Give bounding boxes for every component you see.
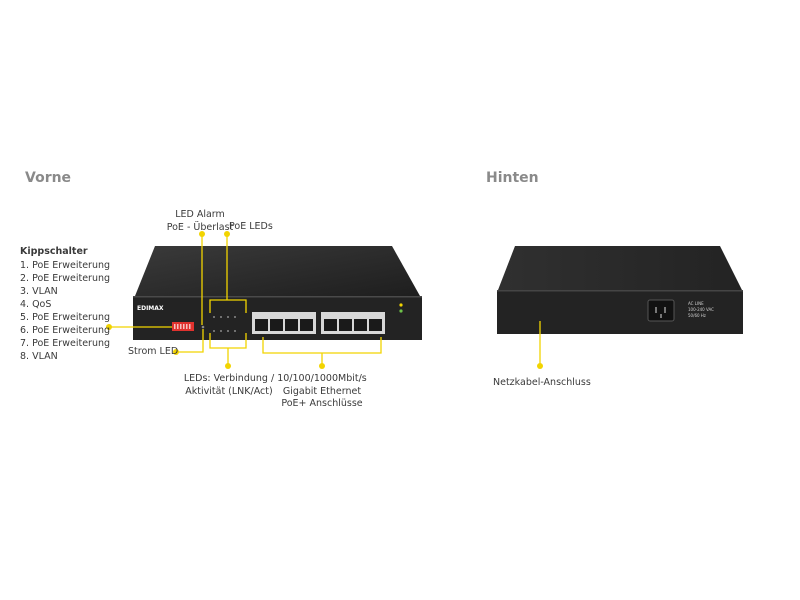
- front-switch-unit: EDIMAX: [133, 246, 422, 340]
- callout-led-alarm-line2: PoE - Überlast: [166, 221, 234, 233]
- dip-item-6: 6. PoE Erweiterung: [20, 325, 111, 336]
- callout-leds-link: LEDs: Verbindung / Aktivität (LNK/Act): [176, 373, 282, 398]
- callout-led-alarm: LED Alarm PoE - Überlast: [160, 209, 240, 234]
- dip-item-7: 7. PoE Erweiterung: [20, 338, 111, 349]
- front-section-title: Vorne: [25, 170, 72, 186]
- dip-switch-title: Kippschalter: [20, 246, 88, 257]
- callout-strom-led: Strom LED: [128, 346, 179, 357]
- dip-item-1: 1. PoE Erweiterung: [20, 260, 111, 271]
- callout-lines: [109, 234, 541, 366]
- callout-ports: 10/100/1000Mbit/s Gigabit Ethernet PoE+ …: [270, 373, 374, 411]
- dip-item-3: 3. VLAN: [20, 286, 58, 297]
- dip-switch-legend: Kippschalter 1. PoE Erweiterung 2. PoE E…: [20, 245, 110, 363]
- callout-ports-line3: PoE+ Anschlüsse: [281, 398, 363, 409]
- callout-leds-link-line1: LEDs: Verbindung /: [183, 373, 275, 384]
- dip-item-4: 4. QoS: [20, 299, 52, 310]
- callout-ports-line1: 10/100/1000Mbit/s: [277, 373, 367, 384]
- callout-poe-leds: PoE LEDs: [229, 221, 273, 232]
- callout-ports-line2: Gigabit Ethernet: [282, 385, 362, 397]
- callout-leds-link-line2: Aktivität (LNK/Act): [185, 385, 273, 397]
- ac-label-3: 50/60 Hz: [688, 313, 706, 318]
- dip-item-5: 5. PoE Erweiterung: [20, 312, 111, 323]
- ac-power-inlet: [647, 299, 675, 322]
- back-section-title: Hinten: [486, 170, 539, 186]
- back-switch-unit: AC LINE 100-240 VAC 50/60 Hz: [497, 246, 743, 334]
- brand-logo: EDIMAX: [137, 305, 164, 312]
- ac-label-2: 100-240 VAC: [688, 307, 714, 312]
- callout-power-cable: Netzkabel-Anschluss: [493, 377, 591, 388]
- ac-label-1: AC LINE: [688, 301, 704, 306]
- callout-led-alarm-line1: LED Alarm: [175, 209, 225, 220]
- dip-item-2: 2. PoE Erweiterung: [20, 273, 111, 284]
- callout-dots: [106, 231, 543, 369]
- dip-item-8: 8. VLAN: [20, 351, 58, 362]
